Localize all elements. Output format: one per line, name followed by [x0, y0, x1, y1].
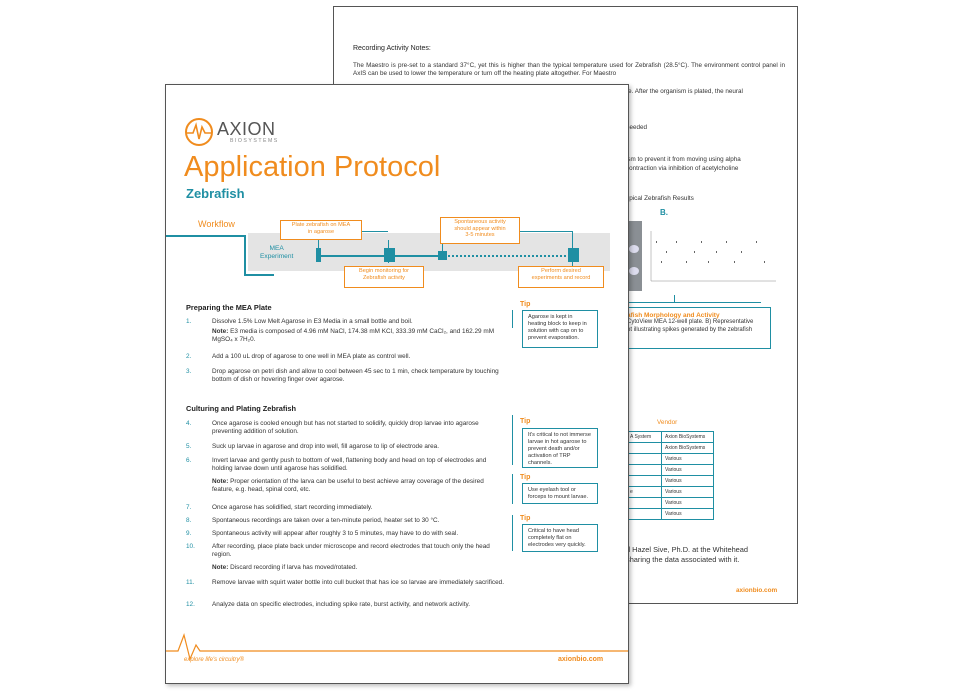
figure-image-a — [626, 221, 642, 291]
caption-line-1: CytoView MEA 12-well plate. B) Represent… — [627, 319, 754, 325]
item-cell — [626, 453, 662, 465]
tip-label-2: Tip — [520, 418, 531, 425]
ack-line-2: sharing the data associated with it. — [626, 555, 740, 564]
item-cell — [626, 475, 662, 487]
step-10: 10.After recording, place plate back und… — [186, 543, 490, 559]
step-3: 3.Drop agarose on petri dish and allow t… — [186, 368, 499, 384]
tip-box-4: Critical to have head completely flat on… — [522, 524, 598, 552]
notes-paragraph: The Maestro is pre-set to a standard 37°… — [353, 62, 785, 78]
vendor-cell: Various — [661, 464, 714, 476]
tip-box-3: Use eyelash tool or forceps to mount lar… — [522, 483, 598, 504]
step-7: 7.Once agarose has solidified, start rec… — [186, 504, 373, 511]
vendor-cell: Various — [661, 497, 714, 509]
vendor-cell: Various — [661, 453, 714, 465]
section-title-culturing: Culturing and Plating Zebrafish — [186, 404, 297, 413]
tip-label-1: Tip — [520, 301, 531, 308]
vendor-header: Vendor — [657, 419, 678, 426]
step-11: 11.Remove larvae with squirt water bottl… — [186, 579, 504, 586]
vendor-cell: Axion BioSystems — [661, 431, 714, 443]
step-9: 9.Spontaneous activity will appear after… — [186, 530, 459, 537]
table-row: Various — [626, 453, 714, 465]
results-title: ypical Zebrafish Results — [626, 195, 694, 202]
notes-title: Recording Activity Notes: — [353, 45, 431, 52]
step-2: 2.Add a 100 uL drop of agarose to one we… — [186, 353, 411, 360]
table-row: Various — [626, 475, 714, 487]
mea-experiment-label: MEA Experiment — [260, 245, 294, 260]
axion-logo-icon — [185, 118, 213, 146]
back-url: axionbio.com — [736, 587, 778, 594]
footer-url: axionbio.com — [558, 656, 604, 663]
raster-plot — [650, 231, 776, 282]
item-cell: A System — [626, 431, 662, 443]
notes-fragment-contraction: contraction via inhibition of acetylchol… — [626, 165, 739, 172]
logo-sub: BIOSYSTEMS — [230, 138, 279, 144]
panel-b-label: B. — [660, 208, 668, 217]
workflow-step-perform: Perform desired experiments and record — [518, 266, 604, 288]
item-cell — [626, 442, 662, 454]
table-row: Various — [626, 464, 714, 476]
workflow-label: Workflow — [198, 219, 235, 229]
section-title-prep: Preparing the MEA Plate — [186, 303, 272, 312]
step-6: 6.Invert larvae and gently push to botto… — [186, 457, 487, 473]
item-cell — [626, 508, 662, 520]
step-1: 1.Dissolve 1.5% Low Melt Agarose in E3 M… — [186, 318, 413, 325]
step-5: 5.Suck up larvae in agarose and drop int… — [186, 443, 440, 450]
footer-pulse-line — [166, 632, 628, 661]
workflow-step-plate: Plate zebrafish on MEA in agarose — [280, 220, 362, 240]
tip-box-1: Agarose is kept in heating block to keep… — [522, 310, 598, 348]
table-row: Various — [626, 497, 714, 509]
step-12: 12.Analyze data on specific electrodes, … — [186, 601, 470, 608]
step-1-note: Note: E3 media is composed of 4.96 mM Na… — [212, 328, 495, 344]
item-cell — [626, 464, 662, 476]
footer-tagline: explore life's circuitry® — [184, 657, 244, 663]
item-cell: e — [626, 486, 662, 498]
step-4: 4.Once agarose is cooled enough but has … — [186, 420, 479, 436]
page-subtitle: Zebrafish — [186, 186, 245, 201]
step-8: 8.Spontaneous recordings are taken over … — [186, 517, 440, 524]
page-title: Application Protocol — [184, 151, 441, 183]
logo-name: AXION — [217, 119, 276, 139]
tip-box-2: It's critical to not immerse larvae in h… — [522, 428, 598, 468]
notes-fragment: re. After the organism is plated, the ne… — [626, 88, 743, 95]
notes-fragment-ism: ism to prevent it from moving using alph… — [626, 156, 741, 163]
front-page: AXION BIOSYSTEMS Application Protocol Ze… — [165, 84, 629, 684]
table-row: Axion BioSystems — [626, 442, 714, 454]
tip-label-4: Tip — [520, 515, 531, 522]
figure-caption: afish Morphology and Activity CytoView M… — [626, 307, 771, 349]
workflow-step-spontaneous: Spontaneous activity should appear withi… — [440, 217, 520, 244]
step-10-note: Note: Discard recording if larva has mov… — [212, 564, 358, 571]
table-row: Various — [626, 508, 714, 520]
ack-line-1: d Hazel Sive, Ph.D. at the Whitehead — [626, 545, 749, 554]
workflow-step-begin: Begin monitoring for Zebrafish activity — [344, 266, 424, 288]
caption-title: afish Morphology and Activity — [627, 312, 720, 319]
step-6-note: Note: Proper orientation of the larva ca… — [212, 478, 484, 494]
notes-fragment-needed: needed — [626, 124, 648, 131]
tip-label-3: Tip — [520, 474, 531, 481]
item-cell — [626, 497, 662, 509]
vendor-cell: Axion BioSystems — [661, 442, 714, 454]
vendor-cell: Various — [661, 508, 714, 520]
caption-line-2: ot illustrating spikes generated by the … — [627, 326, 753, 333]
vendor-cell: Various — [661, 475, 714, 487]
vendor-cell: Various — [661, 486, 714, 498]
